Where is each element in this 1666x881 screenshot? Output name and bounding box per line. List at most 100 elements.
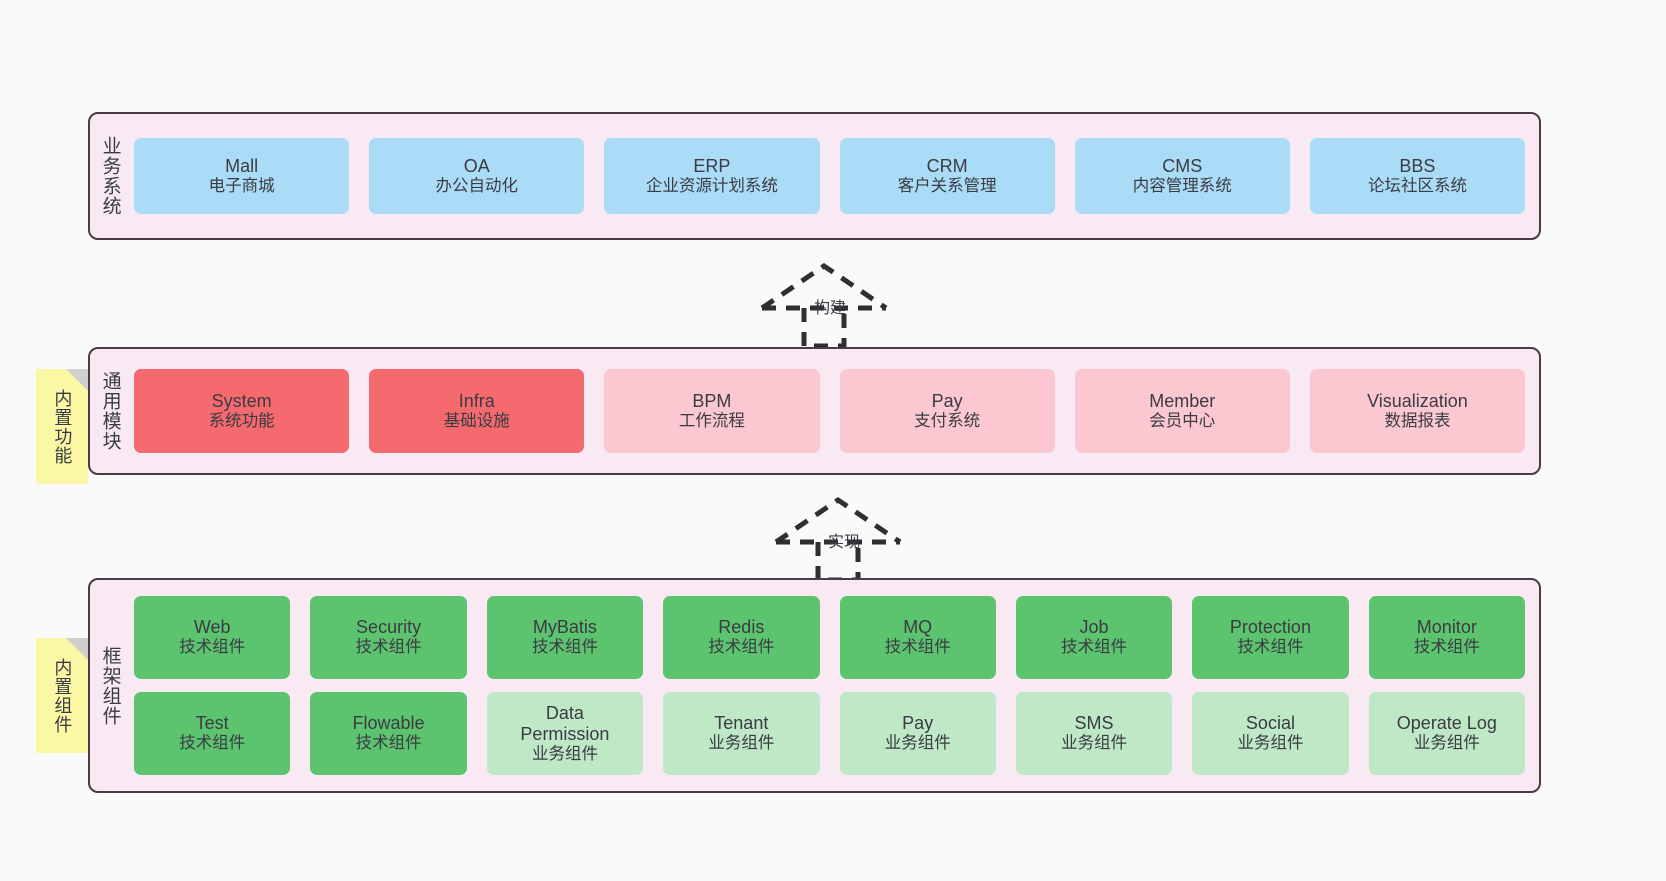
node-subtitle: 客户关系管理 — [897, 176, 997, 195]
node-subtitle: 系统功能 — [208, 411, 275, 430]
node-title: BBS — [1399, 155, 1436, 176]
node-subtitle: 会员中心 — [1149, 411, 1216, 430]
arrow-shaft — [801, 308, 847, 349]
node-tenant[interactable]: Tenant 业务组件 — [663, 692, 820, 775]
node-social[interactable]: Social 业务组件 — [1192, 692, 1349, 775]
layer-common-modules: 通用模块 System 系统功能 Infra 基础设施 BPM 工作流程 Pay… — [88, 347, 1541, 475]
layer-body-modules: System 系统功能 Infra 基础设施 BPM 工作流程 Pay 支付系统… — [130, 349, 1539, 473]
node-mall[interactable]: Mall 电子商城 — [134, 138, 350, 214]
node-monitor[interactable]: Monitor 技术组件 — [1368, 596, 1525, 679]
node-test[interactable]: Test 技术组件 — [134, 692, 291, 775]
node-title: Test — [195, 713, 229, 734]
layer-body-business: Mall 电子商城 OA 办公自动化 ERP 企业资源计划系统 CRM 客户关系… — [130, 114, 1539, 238]
node-oa[interactable]: OA 办公自动化 — [369, 138, 585, 214]
node-subtitle: 技术组件 — [355, 638, 422, 657]
node-title: CMS — [1162, 155, 1203, 176]
layer-body-framework: Web 技术组件 Security 技术组件 MyBatis 技术组件 Redi… — [130, 580, 1539, 791]
node-data-permission[interactable]: Data Permission 业务组件 — [486, 692, 644, 775]
node-pay-module[interactable]: Pay 支付系统 — [839, 369, 1055, 453]
node-title: Protection — [1229, 617, 1311, 638]
node-title: SMS — [1074, 713, 1114, 734]
row: Mall 电子商城 OA 办公自动化 ERP 企业资源计划系统 CRM 客户关系… — [134, 138, 1526, 214]
connector-build-label: 构建 — [814, 300, 847, 317]
connector-implement-label: 实现 — [828, 534, 861, 551]
node-subtitle: 技术组件 — [1061, 638, 1128, 657]
node-title: OA — [463, 155, 490, 176]
node-subtitle: 业务组件 — [1413, 734, 1480, 753]
node-cms[interactable]: CMS 内容管理系统 — [1074, 138, 1290, 214]
node-crm[interactable]: CRM 客户关系管理 — [839, 138, 1055, 214]
row: Test 技术组件 Flowable 技术组件 Data Permission … — [134, 692, 1525, 775]
node-title: MQ — [903, 617, 933, 638]
node-web[interactable]: Web 技术组件 — [134, 596, 291, 679]
node-security[interactable]: Security 技术组件 — [310, 596, 467, 679]
node-title: Monitor — [1416, 617, 1477, 638]
node-subtitle: 工作流程 — [678, 411, 745, 430]
node-subtitle: 业务组件 — [1061, 734, 1128, 753]
node-sms[interactable]: SMS 业务组件 — [1015, 692, 1173, 775]
node-title: Visualization — [1367, 390, 1468, 411]
connector-build: 构建 — [752, 258, 912, 349]
node-erp[interactable]: ERP 企业资源计划系统 — [604, 138, 820, 214]
node-visualization[interactable]: Visualization 数据报表 — [1309, 369, 1526, 453]
node-subtitle: 技术组件 — [884, 638, 951, 657]
node-title: BPM — [692, 390, 732, 411]
layer-label-framework: 框架组件 — [99, 645, 121, 726]
note-builtin-component: 内置组件 — [36, 638, 88, 753]
node-subtitle: 技术组件 — [355, 734, 422, 753]
node-subtitle: 业务组件 — [531, 745, 598, 763]
node-job[interactable]: Job 技术组件 — [1015, 596, 1173, 679]
node-title: Job — [1079, 617, 1109, 638]
node-protection[interactable]: Protection 技术组件 — [1192, 596, 1349, 679]
node-title: ERP — [693, 155, 731, 176]
node-subtitle: 技术组件 — [531, 638, 598, 657]
node-subtitle: 业务组件 — [1237, 734, 1304, 753]
node-title: Security — [356, 617, 422, 638]
node-pay-component[interactable]: Pay 业务组件 — [839, 692, 996, 775]
node-title: MyBatis — [532, 617, 597, 638]
node-subtitle: 技术组件 — [1237, 638, 1304, 657]
layer-label-business: 业务系统 — [99, 136, 121, 216]
row: System 系统功能 Infra 基础设施 BPM 工作流程 Pay 支付系统… — [134, 369, 1526, 453]
node-member[interactable]: Member 会员中心 — [1074, 369, 1290, 453]
node-system[interactable]: System 系统功能 — [134, 369, 350, 453]
node-title: Data Permission — [520, 702, 610, 744]
node-redis[interactable]: Redis 技术组件 — [663, 596, 820, 679]
node-subtitle: 办公自动化 — [435, 176, 519, 195]
node-subtitle: 支付系统 — [914, 411, 981, 430]
node-title: Operate Log — [1396, 713, 1497, 734]
node-subtitle: 技术组件 — [1413, 638, 1480, 657]
note-label: 内置组件 — [52, 657, 73, 734]
node-operate-log[interactable]: Operate Log 业务组件 — [1368, 692, 1525, 775]
row: Web 技术组件 Security 技术组件 MyBatis 技术组件 Redi… — [134, 596, 1525, 679]
note-builtin-function: 内置功能 — [36, 369, 88, 484]
node-title: Pay — [902, 713, 934, 734]
node-title: CRM — [926, 155, 968, 176]
node-title: Infra — [458, 390, 495, 411]
connector-implement: 实现 — [766, 492, 926, 583]
node-bpm[interactable]: BPM 工作流程 — [604, 369, 820, 453]
node-subtitle: 技术组件 — [179, 734, 246, 753]
node-title: Redis — [718, 617, 765, 638]
node-subtitle: 技术组件 — [708, 638, 775, 657]
node-subtitle: 业务组件 — [884, 734, 951, 753]
node-flowable[interactable]: Flowable 技术组件 — [310, 692, 467, 775]
node-title: Flowable — [352, 713, 425, 734]
layer-label-modules: 通用模块 — [99, 371, 121, 451]
node-mybatis[interactable]: MyBatis 技术组件 — [486, 596, 644, 679]
node-subtitle: 企业资源计划系统 — [645, 176, 778, 195]
arrow-head-triangle — [760, 262, 888, 311]
node-subtitle: 内容管理系统 — [1132, 176, 1232, 195]
node-subtitle: 数据报表 — [1384, 411, 1451, 430]
node-subtitle: 业务组件 — [708, 734, 775, 753]
node-mq[interactable]: MQ 技术组件 — [839, 596, 996, 679]
node-title: Tenant — [714, 713, 769, 734]
node-bbs[interactable]: BBS 论坛社区系统 — [1309, 138, 1526, 214]
node-title: Mall — [225, 155, 259, 176]
node-infra[interactable]: Infra 基础设施 — [369, 369, 585, 453]
arrow-head-triangle — [774, 496, 902, 545]
node-title: System — [211, 390, 272, 411]
layer-framework-components: 框架组件 Web 技术组件 Security 技术组件 MyBatis 技术组件… — [88, 578, 1541, 793]
node-title: Web — [193, 617, 231, 638]
